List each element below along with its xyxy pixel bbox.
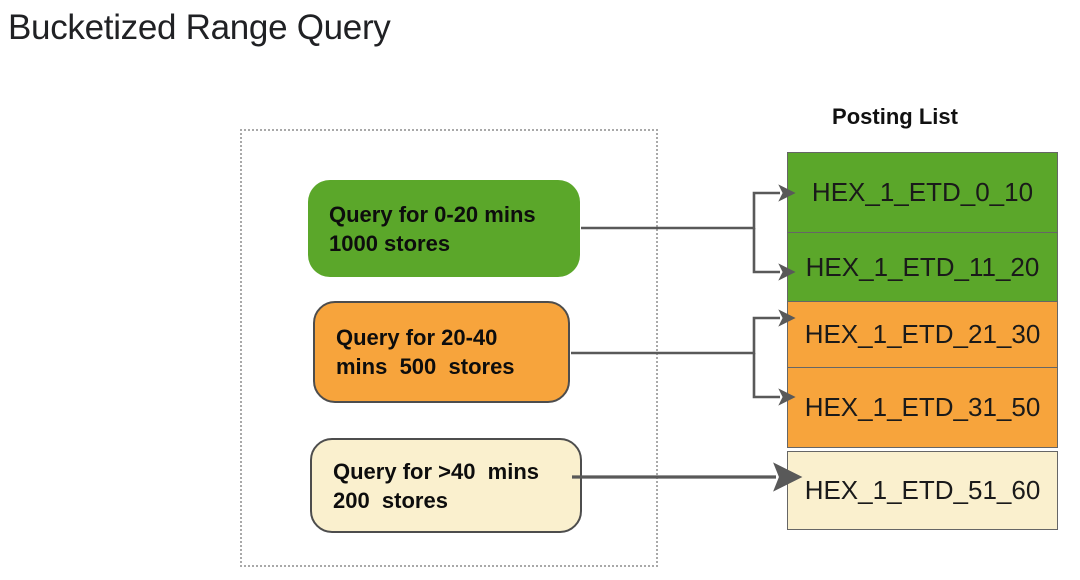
posting-list-item-label: HEX_1_ETD_51_60: [804, 475, 1041, 505]
query-box-20-40-mins: Query for 20-40 mins 500 stores: [313, 301, 570, 403]
query-text-line-2: mins 500 stores: [336, 354, 515, 379]
posting-list-item-label: HEX_1_ETD_21_30: [804, 319, 1041, 349]
posting-list-item: HEX_1_ETD_11_20: [787, 232, 1058, 302]
query-text-line-1: Query for 0-20 mins: [329, 201, 536, 227]
posting-list-item: HEX_1_ETD_0_10: [787, 152, 1058, 233]
posting-list-item: HEX_1_ETD_51_60: [787, 451, 1058, 530]
arrow-orange-to-row4: [752, 353, 796, 406]
query-box-0-20-mins: Query for 0-20 mins 1000 stores: [308, 180, 580, 277]
posting-list-item-label: HEX_1_ETD_0_10: [811, 177, 1034, 207]
query-text-line-1: Query for >40 mins: [333, 458, 540, 484]
query-box-over-40-mins: Query for >40 mins 200 stores: [310, 438, 582, 533]
query-text-line-2: 200 stores: [333, 487, 448, 513]
posting-list-item: HEX_1_ETD_21_30: [787, 301, 1058, 368]
page-title: Bucketized Range Query: [8, 8, 391, 47]
posting-list-header: Posting List: [832, 104, 958, 129]
posting-list-item-label: HEX_1_ETD_11_20: [805, 251, 1040, 282]
arrow-green-to-row2: [752, 228, 796, 281]
query-text-line-2: 1000 stores: [329, 230, 451, 256]
posting-list-item: HEX_1_ETD_31_50: [787, 367, 1058, 448]
posting-list-item-label: HEX_1_ETD_31_50: [804, 392, 1041, 422]
query-text-line-1: Query for 20-40: [336, 325, 498, 350]
